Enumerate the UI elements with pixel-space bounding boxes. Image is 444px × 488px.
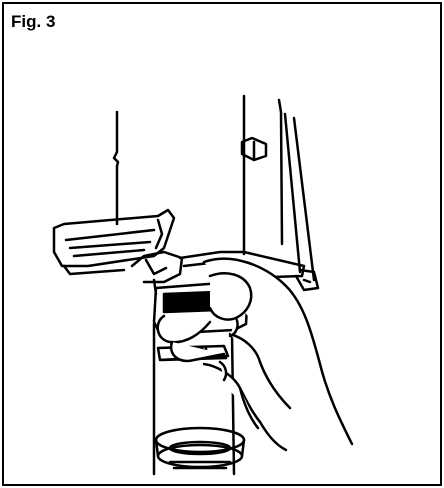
figure-label: Fig. 3 <box>11 12 56 31</box>
right-housing <box>240 94 320 292</box>
hand <box>156 257 354 452</box>
cylinder-cap <box>154 426 246 470</box>
lever-tab <box>52 208 176 276</box>
left-post <box>112 110 120 226</box>
hand-lever-illustration <box>52 94 354 476</box>
